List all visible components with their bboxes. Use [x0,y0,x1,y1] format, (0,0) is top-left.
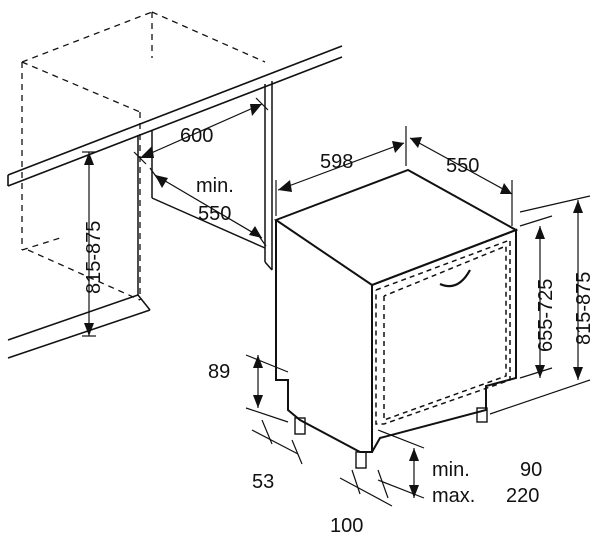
niche-dimension-lines [82,97,269,337]
label-plinth-height: 89 [208,361,230,383]
door-dashed-outline [375,238,511,425]
label-niche-depth: 550 [198,203,231,225]
label-appliance-depth: 550 [446,155,479,177]
label-appliance-width: 598 [320,151,353,173]
label-foot-offset: 100 [330,515,363,537]
appliance-dimension-lines [245,126,591,507]
label-plinth-max: max. [432,485,475,507]
worktop [7,45,343,187]
door-handle [439,269,471,288]
label-niche-height: 815-875 [83,221,105,294]
label-niche-min: min. [196,175,234,197]
label-niche-width: 600 [180,125,213,147]
appliance-front [371,228,517,453]
label-plinth-recess: 53 [252,471,274,493]
dimension-arrowheads [84,104,583,498]
appliance-top [273,168,519,287]
niche-side-panel [137,81,273,295]
cabinet-niche [7,11,343,359]
label-appliance-height: 815-875 [573,272,595,345]
floor-line [7,294,151,359]
dimension-labels: 600 min. 550 815-875 598 550 655-725 815… [83,125,595,537]
appliance-side [275,220,373,453]
label-plinth-min-value: 90 [520,459,542,481]
label-plinth-min: min. [432,459,470,481]
dishwasher-body [273,168,519,469]
label-door-height: 655-725 [535,279,557,352]
niche-dashed-outline [21,11,266,301]
appliance-feet [294,407,488,469]
label-plinth-max-value: 220 [506,485,539,507]
